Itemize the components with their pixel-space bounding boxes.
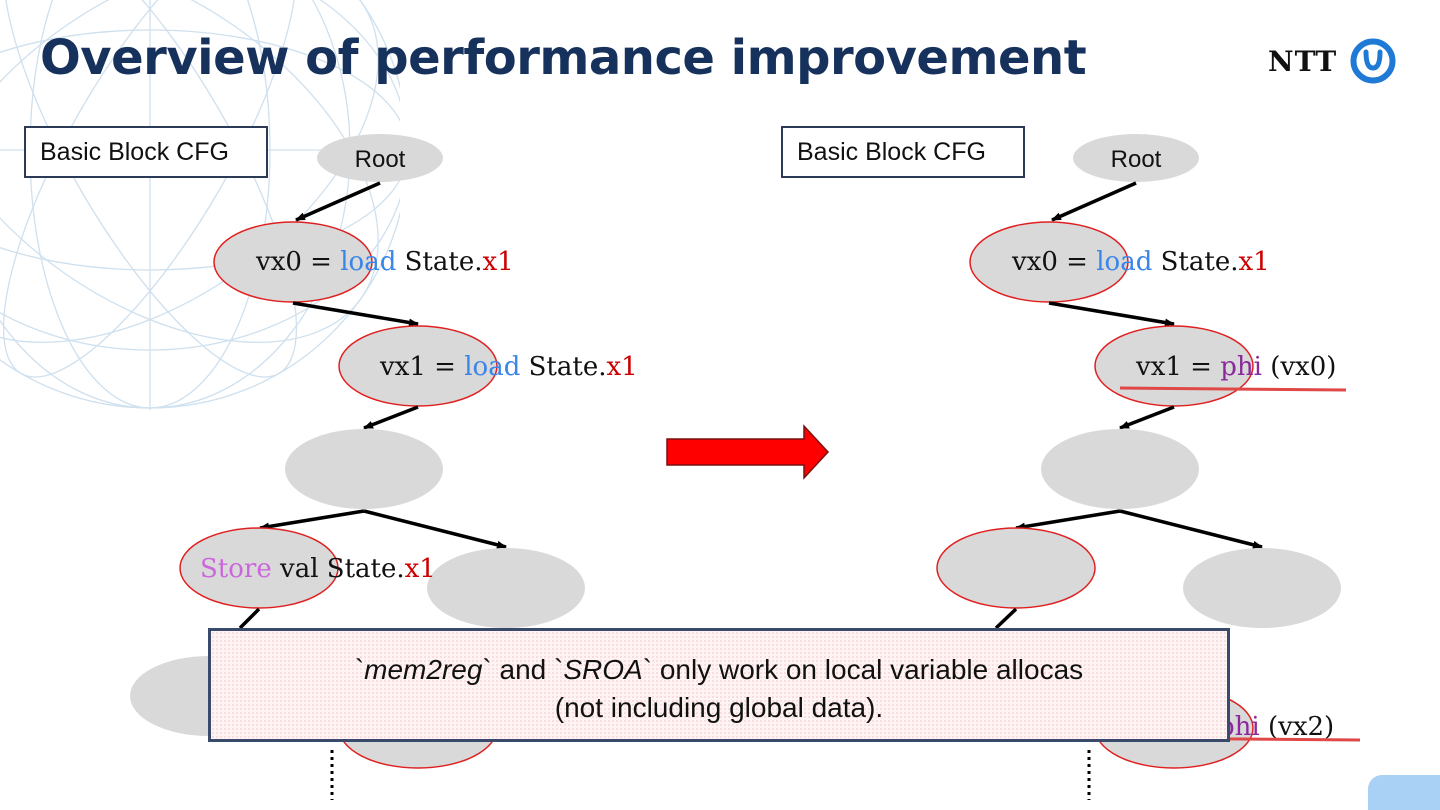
left-cfg-label: Basic Block CFG	[24, 126, 268, 178]
right-edge-n4-n6	[994, 607, 1018, 630]
left-edge-n3-n5	[363, 509, 507, 549]
right-edge-n2-n3	[1119, 405, 1175, 430]
right-node-3	[1041, 429, 1199, 509]
ntt-logo: NTT	[1268, 38, 1397, 84]
right-node-5	[1183, 548, 1341, 628]
page-title: Overview of performance improvement	[40, 30, 1087, 86]
left-node-4	[179, 527, 339, 609]
left-node-5	[427, 548, 585, 628]
note-line-2: (not including global data).	[554, 692, 884, 723]
right-node-2	[1094, 325, 1254, 407]
left-node-2	[338, 325, 498, 407]
left-root-label: Root	[355, 146, 406, 173]
left-edge-n4-n6	[238, 607, 261, 630]
right-edge-n3-n4	[1015, 509, 1121, 531]
right-node-1	[969, 221, 1129, 303]
right-edge-n3-n5	[1119, 509, 1263, 549]
left-node-1	[213, 221, 373, 303]
transform-arrow-icon	[666, 424, 830, 480]
right-node-4	[936, 527, 1096, 609]
left-edge-n2-n3	[363, 405, 419, 430]
left-node-1-label: vx0 = load State.x1	[255, 247, 514, 277]
page-number-tab	[1368, 775, 1440, 810]
right-node-2-underline	[1119, 386, 1347, 392]
note-box: `mem2reg` and `SROA` only work on local …	[208, 628, 1230, 742]
right-edge-root-n1	[1051, 181, 1137, 222]
right-edge-n1-n2	[1048, 301, 1175, 327]
left-node-4-label: Store val State.x1	[200, 554, 436, 584]
left-node-3	[285, 429, 443, 509]
right-root-label: Root	[1111, 146, 1162, 173]
right-cfg-label: Basic Block CFG	[781, 126, 1025, 178]
left-edge-root-n1	[295, 181, 381, 222]
mem2reg-term: mem2reg	[364, 654, 483, 685]
sroa-term: SROA	[563, 654, 643, 685]
logo-text: NTT	[1268, 44, 1338, 78]
left-edge-n3-n4	[259, 509, 365, 531]
ntt-logo-mark-icon	[1350, 38, 1396, 84]
left-root-node	[317, 134, 443, 182]
right-node-2-label: vx1 = phi (vx0)	[1135, 352, 1336, 382]
left-edge-n1-n2	[292, 301, 419, 327]
right-root-node	[1073, 134, 1199, 182]
left-node-2-label: vx1 = load State.x1	[379, 352, 638, 382]
note-line-1: `mem2reg` and `SROA` only work on local …	[354, 654, 1084, 685]
right-node-1-label: vx0 = load State.x1	[1011, 247, 1270, 277]
